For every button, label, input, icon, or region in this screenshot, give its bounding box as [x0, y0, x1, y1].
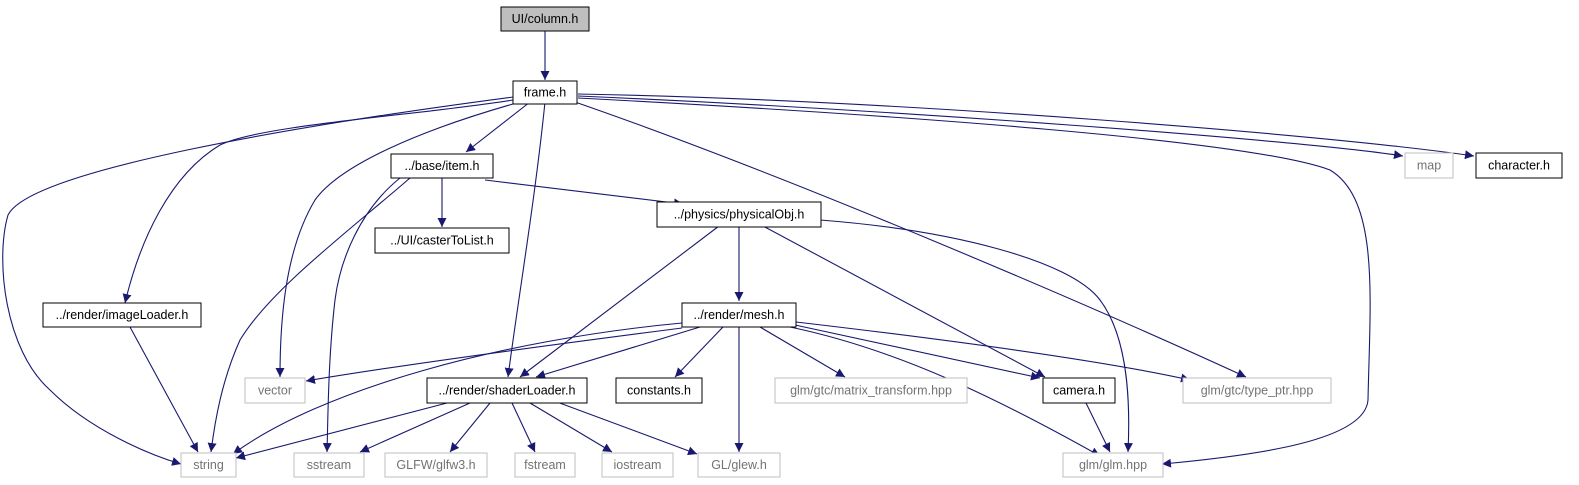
node-shaderloader-h-label: ../render/shaderLoader.h [439, 384, 576, 398]
node-iostream[interactable]: iostream [601, 452, 674, 478]
edge-camera-to-glm [1085, 402, 1111, 453]
node-type-ptr[interactable]: glm/gtc/type_ptr.hpp [1182, 377, 1332, 404]
edge-mesh-to-vector [305, 327, 683, 384]
edges-layer [2, 31, 1475, 468]
node-iostream-label: iostream [614, 458, 662, 472]
edge-mesh-to-type-ptr [795, 321, 1191, 383]
node-matrix-transform-label: glm/gtc/matrix_transform.hpp [790, 384, 952, 398]
edge-mesh-to-matrix-transform [759, 326, 846, 378]
nodes-layer: UI/column.h frame.h ../base/item.h map c… [42, 6, 1563, 478]
node-constants-h[interactable]: constants.h [615, 377, 703, 404]
node-glfw3[interactable]: GLFW/glfw3.h [384, 452, 488, 478]
edge-shaderloader-to-fstream [511, 402, 536, 453]
edge-frame-to-string [2, 96, 514, 466]
node-fstream-label: fstream [524, 458, 566, 472]
node-castertolist-h-label: ../UI/casterToList.h [390, 234, 494, 248]
node-castertolist-h[interactable]: ../UI/casterToList.h [374, 227, 510, 254]
node-frame-h-label: frame.h [524, 86, 566, 100]
node-character-h[interactable]: character.h [1475, 152, 1563, 179]
node-physicalobj-h-label: ../physics/physicalObj.h [674, 208, 805, 222]
node-imageloader-h[interactable]: ../render/imageLoader.h [42, 302, 202, 328]
edge-frame-to-shaderloader [504, 101, 546, 378]
node-frame-h[interactable]: frame.h [512, 80, 578, 105]
node-type-ptr-label: glm/gtc/type_ptr.hpp [1201, 384, 1314, 398]
node-map-label: map [1417, 159, 1441, 173]
node-fstream[interactable]: fstream [514, 452, 576, 478]
edge-item-to-physicalobj [484, 179, 684, 208]
edge-frame-to-character [577, 93, 1475, 160]
edge-physicalobj-to-shaderloader [519, 225, 720, 378]
node-glm-hpp-label: glm/glm.hpp [1079, 458, 1147, 472]
edge-frame-to-glm [577, 97, 1371, 468]
edge-shaderloader-to-iostream [529, 402, 613, 453]
edge-shaderloader-to-glfw3 [449, 402, 491, 453]
edge-shaderloader-to-sstream [359, 402, 471, 453]
node-camera-h[interactable]: camera.h [1042, 377, 1116, 404]
node-item-h-label: ../base/item.h [404, 159, 479, 173]
edge-frame-to-map [577, 95, 1404, 160]
edge-physicalobj-to-camera [762, 225, 1046, 378]
edge-physicalobj-to-glm [819, 219, 1133, 453]
node-constants-h-label: constants.h [627, 384, 691, 398]
edge-frame-to-vector [275, 101, 521, 378]
node-column-h-label: UI/column.h [512, 12, 579, 26]
node-glew[interactable]: GL/glew.h [697, 452, 781, 478]
edge-item-to-sstream [322, 177, 401, 453]
node-string-label: string [193, 458, 224, 472]
edge-imageloader-to-string [129, 326, 199, 453]
edge-mesh-to-shaderloader [535, 326, 701, 379]
node-item-h[interactable]: ../base/item.h [390, 153, 494, 179]
edge-item-to-string [207, 177, 411, 453]
node-character-h-label: character.h [1488, 159, 1550, 173]
edge-frame-to-item [465, 101, 531, 153]
node-imageloader-h-label: ../render/imageLoader.h [56, 308, 189, 322]
node-shaderloader-h[interactable]: ../render/shaderLoader.h [426, 377, 588, 404]
edge-mesh-to-string [232, 322, 683, 455]
edge-frame-to-imageloader [122, 99, 514, 304]
edge-mesh-to-constants [674, 326, 724, 378]
node-physicalobj-h[interactable]: ../physics/physicalObj.h [656, 201, 822, 228]
edge-shaderloader-to-string [235, 402, 448, 461]
edge-frame-to-type-ptr [574, 101, 1247, 378]
node-camera-h-label: camera.h [1053, 384, 1105, 398]
node-matrix-transform[interactable]: glm/gtc/matrix_transform.hpp [774, 377, 968, 404]
node-column-h[interactable]: UI/column.h [500, 6, 590, 32]
node-glm-hpp[interactable]: glm/glm.hpp [1062, 452, 1164, 478]
node-sstream[interactable]: sstream [293, 452, 365, 478]
node-vector[interactable]: vector [244, 377, 306, 404]
node-glew-label: GL/glew.h [711, 458, 767, 472]
node-vector-label: vector [258, 384, 292, 398]
node-mesh-h[interactable]: ../render/mesh.h [681, 302, 797, 328]
node-string[interactable]: string [180, 452, 237, 478]
node-glfw3-label: GLFW/glfw3.h [396, 458, 475, 472]
node-sstream-label: sstream [307, 458, 351, 472]
node-map[interactable]: map [1404, 152, 1454, 179]
edge-mesh-to-camera [794, 324, 1041, 381]
edge-shaderloader-to-glew [556, 401, 698, 456]
node-mesh-h-label: ../render/mesh.h [693, 308, 784, 322]
